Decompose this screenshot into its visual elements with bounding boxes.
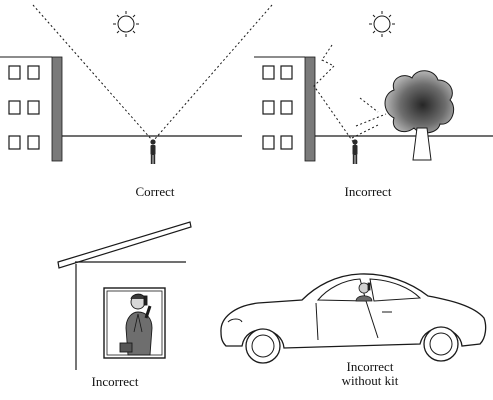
panel-correct <box>0 4 273 164</box>
tree-icon <box>384 70 455 161</box>
panel-incorrect-car <box>220 273 487 364</box>
car-icon <box>220 273 487 364</box>
caption-line: Incorrect <box>344 184 392 199</box>
caption-incorrect-tree: Incorrect <box>308 185 428 199</box>
sun-icon <box>113 11 139 37</box>
sun-icon <box>369 11 395 37</box>
driver-on-phone-icon <box>355 282 373 302</box>
person-figure <box>352 139 358 164</box>
panel-incorrect-tree <box>254 11 493 164</box>
person-figure <box>150 139 156 164</box>
caption-correct: Correct <box>95 185 215 199</box>
caption-line: Incorrect <box>346 359 394 374</box>
briefcase-icon <box>119 342 133 353</box>
signal-paths <box>313 44 387 147</box>
caption-line: Incorrect <box>91 374 139 389</box>
caption-line: without kit <box>341 373 399 388</box>
caption-line: Correct <box>135 184 175 199</box>
building-left-2 <box>254 56 316 162</box>
caption-incorrect-indoor: Incorrect <box>55 375 175 389</box>
panel-incorrect-indoor <box>57 221 192 370</box>
building-left-1 <box>0 56 63 162</box>
caption-incorrect-without-kit: Incorrect without kit <box>305 360 435 388</box>
signal-paths <box>32 4 273 141</box>
person-on-phone-icon <box>119 293 153 356</box>
